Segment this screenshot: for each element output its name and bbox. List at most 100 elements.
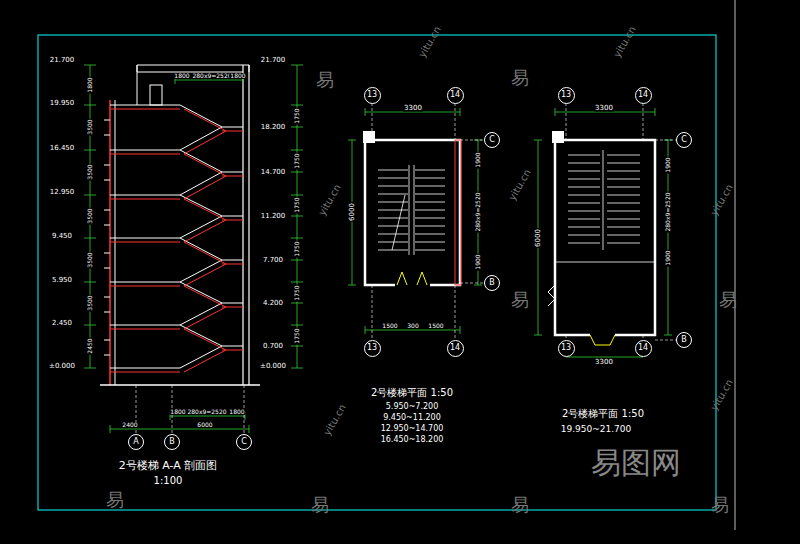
dimension: 6000 (349, 202, 356, 222)
stair-divider (555, 150, 655, 262)
axis-line (372, 103, 484, 340)
axis-label: B (169, 438, 175, 446)
dimension: 280x9=2520 (475, 191, 481, 232)
stair-tread (378, 170, 445, 250)
watermark: 易 (710, 496, 730, 514)
elevation: 14.700 (260, 169, 287, 176)
dimension: 3500 (87, 207, 93, 224)
right-wall (243, 65, 249, 385)
dimension: 1500 (381, 323, 398, 329)
elevation: 21.700 (260, 57, 287, 64)
axis-label: B (489, 279, 495, 287)
axis-bubble: 13 (364, 87, 381, 104)
level-range: 5.950~7.200 (385, 403, 440, 411)
level-range: 16.450~18.200 (380, 436, 445, 444)
axis-bubble: 14 (635, 340, 652, 357)
sheet-frame (38, 35, 716, 510)
landing-slab (222, 127, 243, 346)
axis-label: 14 (450, 344, 460, 352)
watermark: yitu.cn (709, 182, 736, 218)
elevation: 7.700 (262, 257, 284, 264)
dimension: 1800 (229, 73, 246, 79)
dimension: 1750 (294, 327, 300, 344)
ground-line (100, 384, 260, 386)
elevation: ±0.000 (259, 363, 287, 370)
dimension-line (348, 108, 482, 334)
scale-note: 1:100 (153, 476, 184, 486)
axis-label: 13 (367, 91, 377, 99)
dimension-line (110, 76, 249, 433)
floor-slab (110, 109, 180, 372)
axis-bubble: 13 (558, 87, 575, 104)
level-range: 9.450~11.200 (382, 414, 442, 422)
dimension: 3500 (87, 251, 93, 268)
elevation: 2.450 (51, 320, 73, 327)
column (363, 131, 375, 143)
axis-label: C (241, 438, 247, 446)
dimension: 1750 (294, 284, 300, 301)
axis-bubble: B (676, 332, 692, 348)
level-range: 19.950~21.700 (560, 425, 633, 434)
elevation: 5.950 (51, 277, 73, 284)
elevation: 0.700 (262, 343, 284, 350)
level-range: 12.950~14.700 (380, 425, 445, 433)
dimension: 1800 (87, 76, 93, 93)
dimension: 1750 (294, 152, 300, 169)
dimension: 1750 (294, 196, 300, 213)
axis-bubble: C (676, 132, 692, 148)
watermark: 易 (510, 69, 530, 87)
watermark: 易 (510, 496, 530, 514)
drawing-title: 2号楼梯 A-A 剖面图 (118, 460, 219, 471)
watermark: 易图网 (590, 448, 682, 478)
dimension: 1750 (294, 107, 300, 124)
axis-line (566, 103, 676, 340)
axis-bubble: A (128, 434, 144, 450)
dimension: 1500 (427, 323, 444, 329)
axis-bubble: C (484, 132, 500, 148)
axis-label: 14 (638, 91, 648, 99)
axis-bubble: 14 (447, 340, 464, 357)
landing-slab (222, 131, 243, 350)
drawing-title: 2号楼梯平面 1:50 (370, 388, 454, 398)
axis-bubble: B (164, 434, 180, 450)
watermark: yitu.cn (322, 402, 349, 438)
axis-label: 14 (638, 344, 648, 352)
stair-wall (455, 140, 461, 285)
dimension: 3500 (87, 163, 93, 180)
stair-plan (348, 103, 484, 340)
stair-wall (365, 140, 460, 285)
dimension: 1800 (169, 409, 186, 415)
elevation: 11.200 (260, 213, 287, 220)
watermark: yitu.cn (709, 377, 736, 413)
dimension: 6000 (535, 228, 542, 248)
dimension: 1800 (173, 73, 190, 79)
elevation: ±0.000 (48, 363, 76, 370)
axis-bubble: C (236, 434, 252, 450)
axis-label: 13 (561, 91, 571, 99)
dimension: 3500 (87, 294, 93, 311)
watermark: 易 (510, 291, 530, 309)
dimension: 2450 (87, 337, 93, 354)
elevation: 12.950 (49, 189, 76, 196)
dimension: 300 (406, 323, 419, 329)
axis-label: 14 (450, 91, 460, 99)
door-symbol (397, 272, 427, 285)
dimension: 1750 (294, 240, 300, 257)
dimension-line (291, 65, 303, 368)
stair-tread (568, 155, 640, 243)
axis-label: C (489, 136, 495, 144)
axis-label: 13 (367, 344, 377, 352)
watermark: 易 (105, 491, 125, 509)
elevation: 18.200 (260, 124, 287, 131)
axis-bubble: 14 (447, 87, 464, 104)
watermark: 易 (718, 291, 738, 309)
dimension: 2400 (121, 422, 138, 428)
dimension: 3300 (403, 105, 423, 112)
dimension: 6000 (196, 422, 213, 428)
watermark: yitu.cn (507, 167, 534, 203)
elevation: 19.950 (49, 100, 76, 107)
stair-plan (534, 103, 676, 357)
axis-bubble: B (484, 275, 500, 291)
dimension: 280x9=2520 (191, 73, 232, 79)
